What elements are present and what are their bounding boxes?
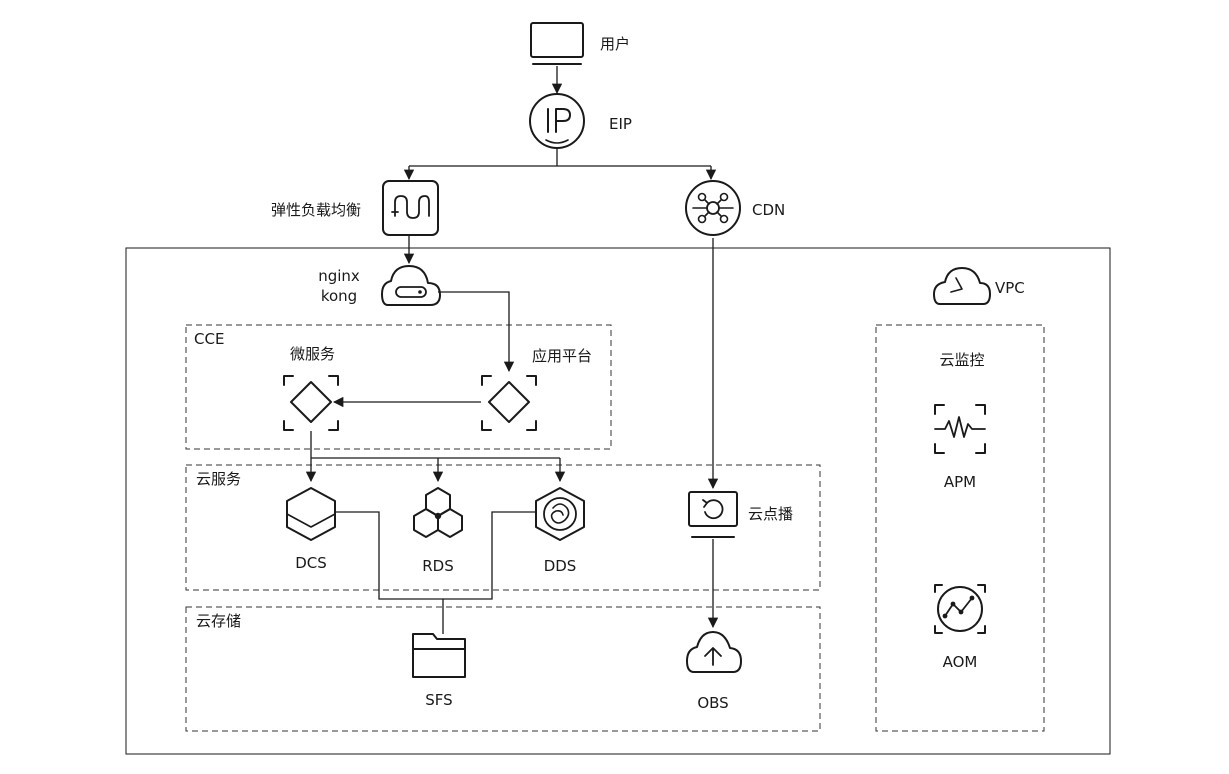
- microservice-icon: [283, 375, 339, 431]
- label-gateway-line1: nginx: [318, 267, 360, 285]
- group-label-cce: CCE: [194, 330, 225, 348]
- eip-icon: [529, 93, 585, 149]
- edge-nginx-app: [438, 291, 515, 373]
- cloud-service-group: [185, 464, 821, 591]
- vod-icon: [688, 491, 738, 538]
- label-sfs: SFS: [425, 691, 453, 709]
- group-label-cloud-monitor: 云监控: [939, 351, 985, 369]
- label-rds: RDS: [422, 557, 454, 575]
- label-apm: APM: [943, 473, 977, 491]
- label-vpc: VPC: [995, 279, 1025, 297]
- aom-icon: [934, 584, 986, 634]
- cdn-icon: [685, 180, 741, 236]
- monitor-icon: [530, 22, 584, 65]
- elb-icon: [382, 180, 439, 236]
- apm-icon: [934, 404, 986, 454]
- cce-group: [185, 324, 612, 450]
- obs-cloud-icon: [686, 631, 742, 673]
- edge-dds-sfs: [443, 511, 536, 600]
- cloud-monitor-group: [875, 324, 1045, 732]
- edge-dcs-sfs: [336, 511, 444, 634]
- gateway-cloud-icon: [381, 265, 441, 306]
- label-dds: DDS: [543, 557, 577, 575]
- app-platform-icon: [481, 375, 537, 431]
- label-cdn: CDN: [752, 201, 786, 219]
- rds-icon: [413, 487, 463, 538]
- dcs-icon: [286, 487, 336, 541]
- group-label-cloud-service: 云服务: [196, 470, 242, 488]
- label-aom: AOM: [942, 653, 978, 671]
- label-obs: OBS: [697, 694, 729, 712]
- label-app-platform: 应用平台: [532, 347, 593, 365]
- vpc-cloud-icon: [933, 267, 991, 305]
- cloud-storage-group: [185, 606, 821, 732]
- label-gateway-line2: kong: [320, 287, 358, 305]
- label-gateway: nginx kong: [318, 266, 360, 306]
- sfs-folder-icon: [412, 633, 466, 678]
- label-vod: 云点播: [748, 505, 794, 523]
- group-label-cloud-storage: 云存储: [196, 612, 242, 630]
- vpc-boundary: [125, 247, 1111, 755]
- label-elb: 弹性负载均衡: [271, 201, 362, 219]
- dds-icon: [535, 487, 585, 541]
- label-microservice: 微服务: [290, 345, 336, 363]
- label-eip: EIP: [609, 115, 632, 133]
- label-user: 用户: [600, 35, 631, 53]
- label-dcs: DCS: [295, 554, 327, 572]
- connectors: [305, 66, 719, 634]
